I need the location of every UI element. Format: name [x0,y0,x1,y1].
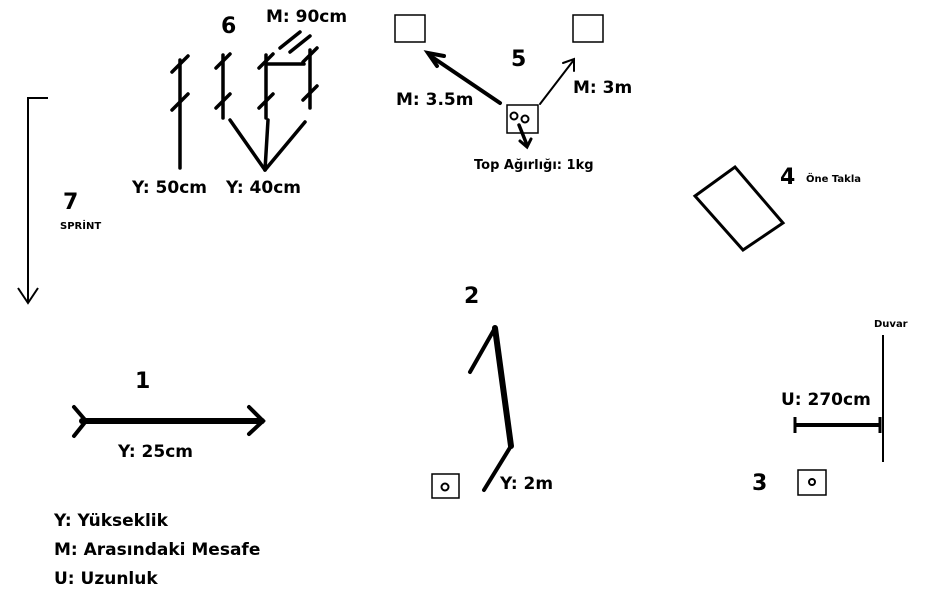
target-cone-left [394,14,426,43]
legend-item: Y: Yükseklik [54,511,168,531]
station-1-height: Y: 25cm [118,442,193,462]
throw-arrows [423,50,575,150]
station-5-number: 5 [511,47,527,72]
station-3-wall: Duvar [874,319,908,330]
station-7-number: 7 [63,190,79,215]
station-2-height: Y: 2m [500,474,554,494]
hurdles [170,30,319,172]
start-marker-2 [431,473,460,499]
legend: Y: Yükseklik M: Arasındaki Mesafe U: Uzu… [54,513,260,588]
tumble-mat [692,164,786,252]
station-5-ball-weight: Top Ağırlığı: 1kg [474,158,594,173]
target-cone-right [572,14,604,43]
marker-dot-3 [808,478,816,486]
station-3-length: U: 270cm [781,390,871,410]
target-cones [394,14,604,134]
station-6-height-mid: Y: 40cm [226,178,301,198]
start-marker-3 [797,469,827,496]
station-3-number: 3 [752,471,768,496]
marker-dot-2 [440,482,450,492]
station-6-height-low: Y: 50cm [132,178,207,198]
station-7-title: SPRİNT [60,221,102,232]
station-6-number: 6 [221,14,237,39]
station-5-right-distance: M: 3m [573,78,633,98]
station-2-number: 2 [464,284,480,309]
legend-item: U: Uzunluk [54,569,158,589]
climb-path [468,325,514,492]
station-4-number: 4 [780,165,796,190]
jump-length [793,417,882,433]
station-6-distance: M: 90cm [266,7,348,27]
low-hurdle [72,405,266,438]
station-4-title: Öne Takla [806,174,861,185]
ball-markers [509,111,530,124]
legend-item: M: Arasındaki Mesafe [54,540,261,560]
sprint-path [17,97,48,305]
station-1-number: 1 [135,369,151,394]
station-5-left-distance: M: 3.5m [396,90,474,110]
